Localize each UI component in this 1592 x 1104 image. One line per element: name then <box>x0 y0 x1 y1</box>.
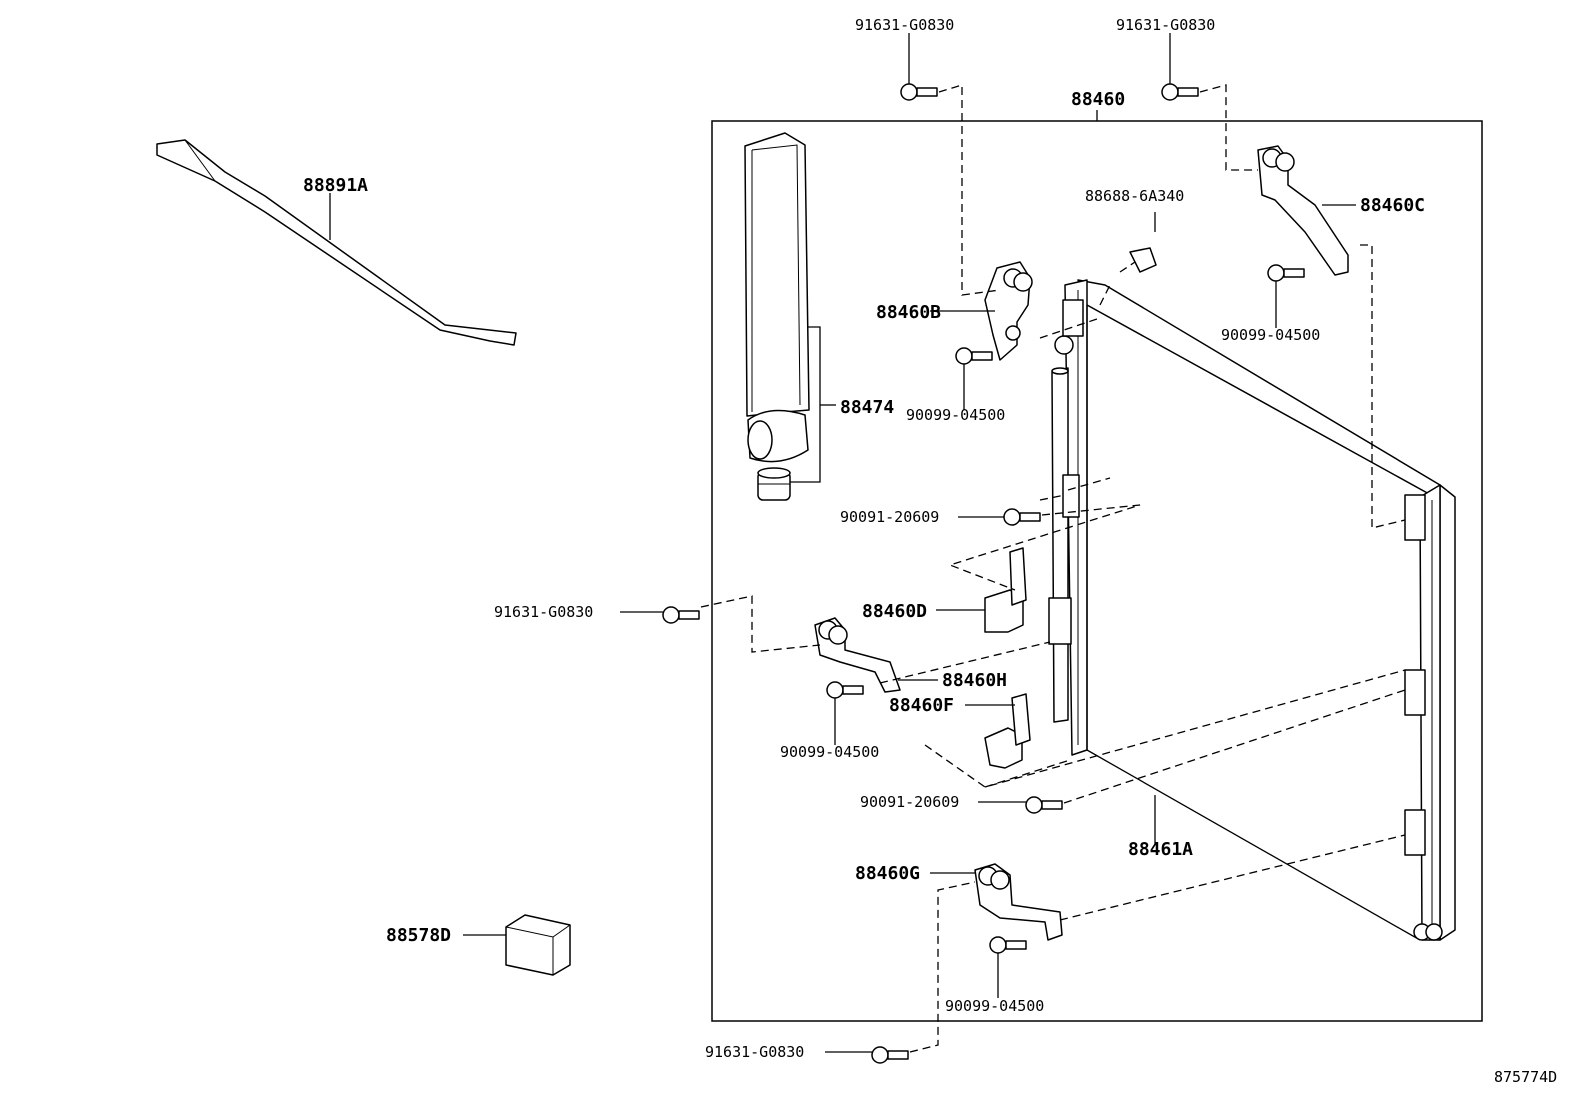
seal-block-part <box>505 914 571 976</box>
assembly-frame <box>711 120 1483 1022</box>
label-assembly: 88460 <box>1071 89 1125 110</box>
label-bolt-bottom: 91631-G0830 <box>705 1043 804 1061</box>
label-bolt-h: 90099-04500 <box>780 743 879 761</box>
bolt-c <box>1267 264 1305 282</box>
label-bolt-left: 91631-G0830 <box>494 603 593 621</box>
label-bolt-top-right: 91631-G0830 <box>1116 16 1215 34</box>
bolt-bottom <box>871 1046 909 1064</box>
bolt-top-right <box>1161 83 1199 101</box>
label-bolt-c: 90099-04500 <box>1221 326 1320 344</box>
label-bracket-g: 88460G <box>855 863 920 884</box>
bracket-f-part <box>984 693 1031 769</box>
bolt-g <box>989 936 1027 954</box>
bolt-b <box>955 347 993 365</box>
bolt-top-left <box>900 83 938 101</box>
label-bolt-g: 90099-04500 <box>945 997 1044 1015</box>
label-bracket-f: 88460F <box>889 695 954 716</box>
label-screw-lower: 90091-20609 <box>860 793 959 811</box>
label-bracket-h: 88460H <box>942 670 1007 691</box>
label-bolt-top-left: 91631-G0830 <box>855 16 954 34</box>
receiver-dryer-part <box>744 132 810 501</box>
bolt-h <box>826 681 864 699</box>
bracket-h-part <box>814 617 901 693</box>
diagram-id: 875774D <box>1494 1068 1557 1086</box>
label-bracket-d: 88460D <box>862 601 927 622</box>
bracket-d-part <box>984 547 1027 633</box>
label-condenser: 88461A <box>1128 839 1193 860</box>
label-bracket-b: 88460B <box>876 302 941 323</box>
reinforcement-strip-part <box>156 139 517 346</box>
label-receiver: 88474 <box>840 397 894 418</box>
screw-upper <box>1003 508 1041 526</box>
bracket-g-part <box>974 863 1063 941</box>
bracket-c-part <box>1257 145 1349 276</box>
label-seal: 88578D <box>386 925 451 946</box>
label-bolt-b: 90099-04500 <box>906 406 1005 424</box>
label-screw-upper: 90091-20609 <box>840 508 939 526</box>
bracket-b-part <box>984 261 1033 361</box>
screw-lower <box>1025 796 1063 814</box>
label-clip: 88688-6A340 <box>1085 187 1184 205</box>
bolt-left <box>662 606 700 624</box>
condenser-core-part <box>1048 279 1456 941</box>
clip-part <box>1129 247 1157 273</box>
label-reinforcement: 88891A <box>303 175 368 196</box>
label-bracket-c: 88460C <box>1360 195 1425 216</box>
